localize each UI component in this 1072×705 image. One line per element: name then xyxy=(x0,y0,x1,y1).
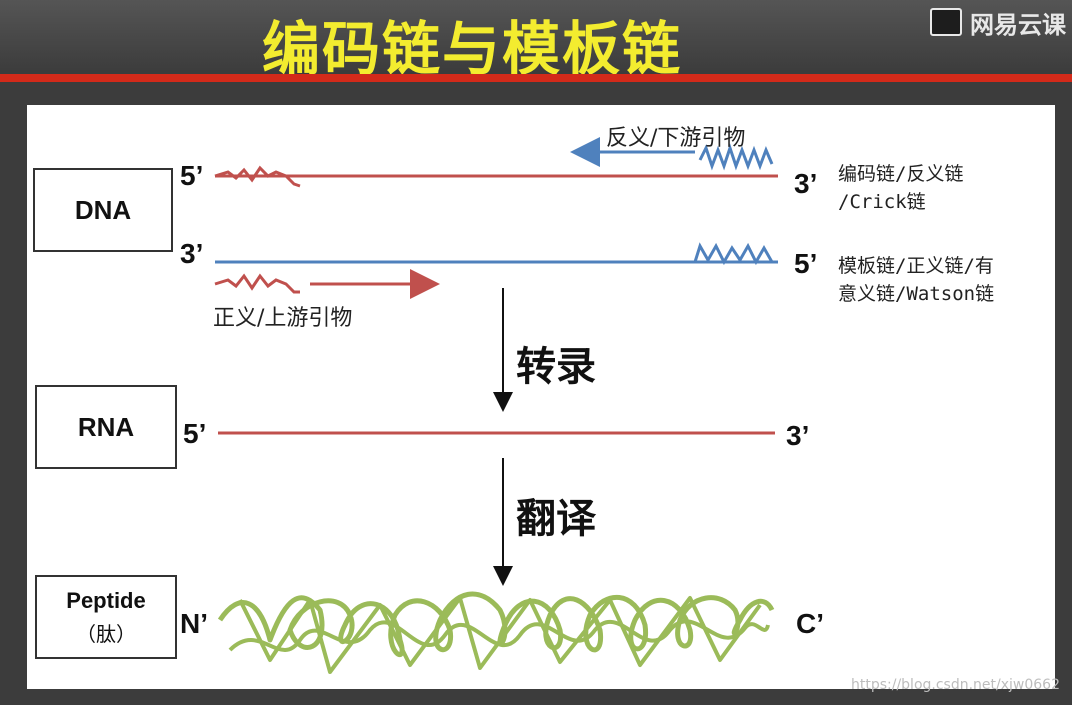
peptide-c-terminus: C’ xyxy=(796,608,824,639)
transcription-label: 转录 xyxy=(516,343,596,390)
rna-box: RNA xyxy=(35,385,177,469)
peptide-n-terminus: N’ xyxy=(180,608,208,639)
peptide-box-label-cn: （肽） xyxy=(76,621,136,646)
rna-5prime: 5’ xyxy=(183,418,207,449)
forward-primer-label: 正义/上游引物 xyxy=(213,306,353,331)
dna-box: DNA xyxy=(33,168,173,252)
header-bar xyxy=(0,0,1072,78)
template-strand-label: 模板链/正义链/有 意义链/Watson链 xyxy=(838,252,994,308)
coding-strand-label-line2: /Crick链 xyxy=(838,191,926,213)
logo-text: 网易云课 xyxy=(970,10,1066,39)
watermark: https://blog.csdn.net/xjw0662 xyxy=(850,677,1060,693)
dna-bottom-5prime: 5’ xyxy=(794,248,818,279)
dna-box-label: DNA xyxy=(74,194,132,225)
peptide-box-label: Peptide xyxy=(66,587,146,613)
coding-strand-label: 编码链/反义链 /Crick链 xyxy=(838,160,963,216)
coding-strand-primer-squiggle xyxy=(214,165,301,188)
template-strand-squiggle xyxy=(693,242,774,266)
reverse-primer-label: 反义/下游引物 xyxy=(606,126,746,151)
dna-bottom-3prime: 3’ xyxy=(180,238,204,269)
dna-top-5prime: 5’ xyxy=(180,160,204,191)
logo: 网易云课 xyxy=(930,6,1066,39)
peptide-chain-3 xyxy=(238,596,762,674)
dna-top-3prime: 3’ xyxy=(794,168,818,199)
peptide-box: Peptide （肽） xyxy=(35,575,177,659)
rna-box-label: RNA xyxy=(77,411,135,442)
reverse-primer-squiggle xyxy=(698,143,774,171)
forward-primer-squiggle xyxy=(214,273,300,294)
page-title: 编码链与模板链 xyxy=(262,15,683,83)
slide-canvas xyxy=(27,105,1055,689)
logo-icon xyxy=(930,8,962,36)
coding-strand-label-line1: 编码链/反义链 xyxy=(838,163,964,185)
template-strand-label-line2: 意义链/Watson链 xyxy=(838,283,995,305)
peptide-chain xyxy=(217,591,775,658)
translation-label: 翻译 xyxy=(516,495,596,542)
accent-bar xyxy=(0,74,1072,82)
template-strand-label-line1: 模板链/正义链/有 xyxy=(838,255,994,277)
rna-3prime: 3’ xyxy=(786,420,810,451)
